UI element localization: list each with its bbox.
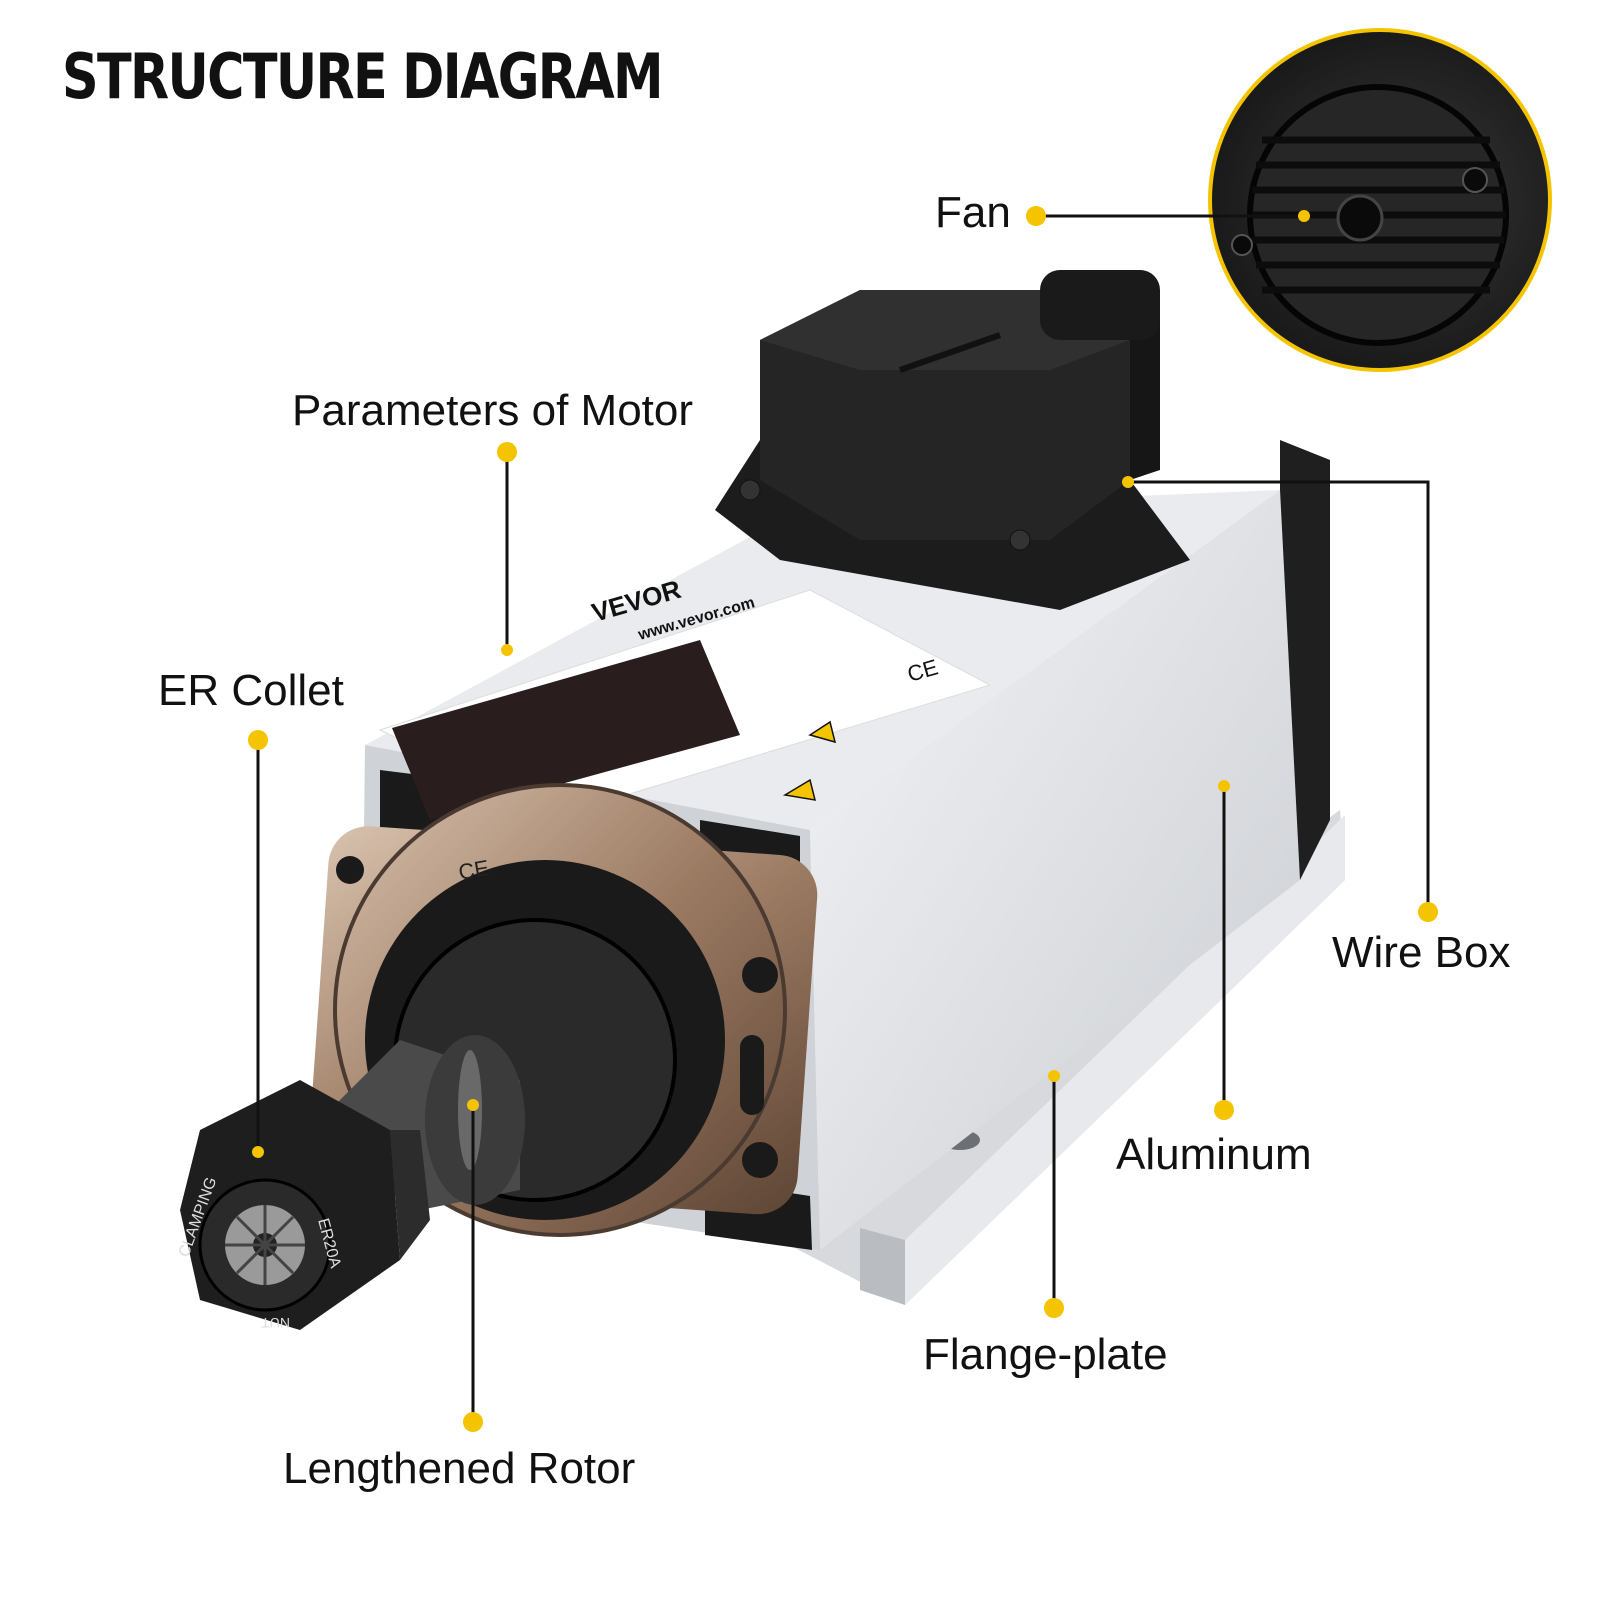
rotor-label: Lengthened Rotor xyxy=(283,1444,636,1493)
aluminum-target-dot xyxy=(1218,780,1230,792)
rotor-dot xyxy=(463,1412,483,1432)
collet-target-dot xyxy=(252,1146,264,1158)
wire-box-target-dot xyxy=(1122,476,1134,488)
parameters-label: Parameters of Motor xyxy=(292,386,694,435)
nameplate: VEVOR www.vevor.com CE xyxy=(378,574,992,820)
housing-ce: CE xyxy=(457,855,491,885)
wire-box-dot xyxy=(1418,902,1438,922)
rotor-target-dot xyxy=(467,1099,479,1111)
wire-box-callout-line xyxy=(1128,480,1430,912)
fan-label: Fan xyxy=(935,188,1011,237)
fan-target-dot xyxy=(1298,210,1310,222)
flange-plate-label: Flange-plate xyxy=(923,1330,1168,1379)
flange-dot xyxy=(1044,1298,1064,1318)
aluminum-label: Aluminum xyxy=(1116,1130,1312,1179)
wire-box-label: Wire Box xyxy=(1332,928,1511,977)
aluminum-dot xyxy=(1214,1100,1234,1120)
collet-dot xyxy=(248,730,268,750)
flange-target-dot xyxy=(1048,1070,1060,1082)
collet-nut-shape: CLAMPING ER20A NUT xyxy=(176,1080,430,1331)
page-title: STRUCTURE DIAGRAM xyxy=(62,40,664,113)
callout-lines xyxy=(256,214,1430,1422)
collet-text-nut: NUT xyxy=(261,1315,290,1331)
callout-dots xyxy=(248,206,1438,1432)
parameters-dot xyxy=(497,442,517,462)
fan-inset xyxy=(1208,28,1552,372)
parameters-target-dot xyxy=(501,644,513,656)
wire-box-shape xyxy=(715,270,1190,610)
fan-dot xyxy=(1026,206,1046,226)
collet-label: ER Collet xyxy=(158,666,344,715)
